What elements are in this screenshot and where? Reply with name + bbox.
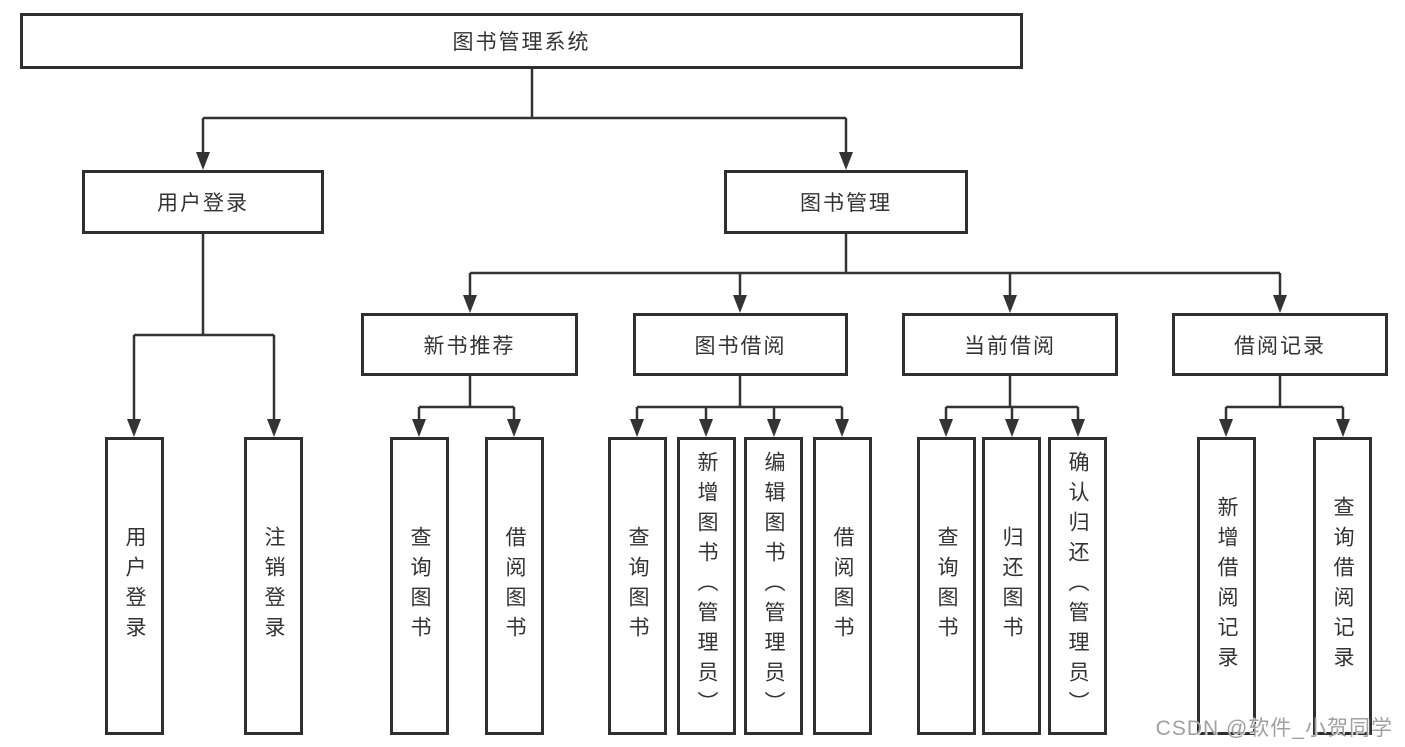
leaf-add-borrow-record: 新增借阅记录	[1197, 437, 1256, 735]
leaf-logout: 注销登录	[244, 437, 303, 735]
csdn-watermark: CSDN @软件_小贺同学	[1155, 717, 1393, 740]
leaf-user-login: 用户登录	[105, 437, 164, 735]
leaf-query-book-2: 查询图书	[608, 437, 667, 735]
leaf-confirm-return-admin: 确认归还（管理员）	[1048, 437, 1107, 735]
node-user-login: 用户登录	[82, 170, 324, 234]
node-book-management: 图书管理	[724, 170, 968, 234]
leaf-query-book-1: 查询图书	[390, 437, 449, 735]
node-new-book-recommend: 新书推荐	[361, 313, 578, 376]
node-system-root: 图书管理系统	[20, 13, 1023, 69]
leaf-edit-book-admin: 编辑图书（管理员）	[744, 437, 803, 735]
node-book-borrow: 图书借阅	[633, 313, 848, 376]
leaf-query-book-3: 查询图书	[917, 437, 976, 735]
node-current-borrow: 当前借阅	[902, 313, 1118, 376]
node-borrow-records: 借阅记录	[1172, 313, 1388, 376]
leaf-borrow-book-2: 借阅图书	[813, 437, 872, 735]
leaf-query-borrow-record: 查询借阅记录	[1313, 437, 1372, 735]
leaf-add-book-admin: 新增图书（管理员）	[677, 437, 736, 735]
leaf-return-book: 归还图书	[982, 437, 1041, 735]
leaf-borrow-book-1: 借阅图书	[485, 437, 544, 735]
